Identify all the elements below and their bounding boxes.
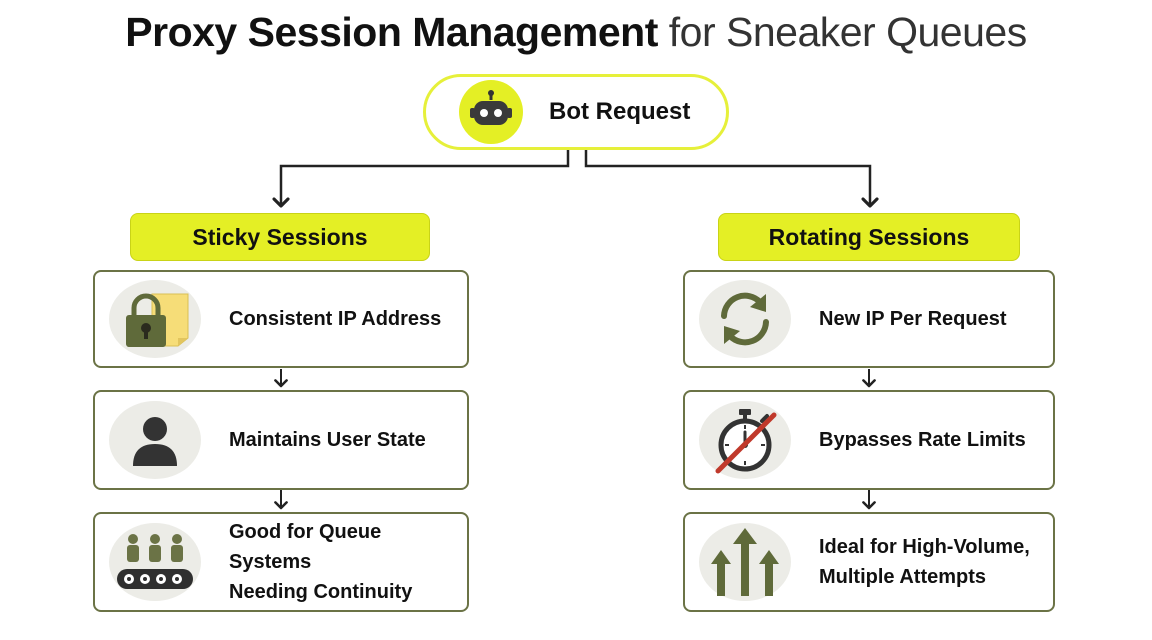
- rotate-arrows-icon: [699, 280, 791, 358]
- card-line: Good for Queue Systems: [229, 521, 382, 573]
- card-user-state: Maintains User State: [93, 390, 469, 490]
- user-icon: [109, 401, 201, 479]
- sticky-sessions-header: Sticky Sessions: [130, 213, 430, 261]
- card-line: New IP Per Request: [819, 308, 1007, 330]
- card-line: Needing Continuity: [229, 581, 413, 603]
- queue-conveyor-icon: [109, 523, 201, 601]
- bot-request-node: Bot Request: [423, 74, 729, 150]
- card-new-ip: New IP Per Request: [683, 270, 1055, 368]
- stopwatch-crossed-icon: [699, 401, 791, 479]
- card-text: Good for Queue Systems Needing Continuit…: [229, 517, 467, 607]
- card-rate-limits: Bypasses Rate Limits: [683, 390, 1055, 490]
- bot-request-label: Bot Request: [549, 98, 691, 125]
- rotating-sessions-label: Rotating Sessions: [768, 223, 970, 250]
- card-consistent-ip: Consistent IP Address: [93, 270, 469, 368]
- card-line: Consistent IP Address: [229, 308, 442, 330]
- card-text: Bypasses Rate Limits: [819, 425, 1026, 455]
- card-line: Bypasses Rate Limits: [819, 429, 1026, 451]
- card-text: New IP Per Request: [819, 304, 1006, 334]
- card-queue-continuity: Good for Queue Systems Needing Continuit…: [93, 512, 469, 612]
- robot-icon: [459, 80, 523, 144]
- card-line: Ideal for High-Volume,: [819, 536, 1030, 558]
- card-high-volume: Ideal for High-Volume, Multiple Attempts: [683, 512, 1055, 612]
- card-line: Multiple Attempts: [819, 566, 987, 588]
- rotating-sessions-header: Rotating Sessions: [718, 213, 1020, 261]
- arrow-to-sticky: [272, 150, 570, 208]
- card-text: Consistent IP Address: [229, 304, 441, 334]
- card-text: Ideal for High-Volume, Multiple Attempts: [819, 532, 1030, 592]
- padlock-icon: [109, 280, 201, 358]
- title-bold: Proxy Session Management: [125, 9, 658, 55]
- card-line: Maintains User State: [229, 429, 426, 451]
- title-light: for Sneaker Queues: [668, 9, 1027, 55]
- up-arrows-icon: [699, 523, 791, 601]
- arrow-to-rotating: [584, 150, 879, 208]
- card-text: Maintains User State: [229, 425, 426, 455]
- page-title: Proxy Session Management for Sneaker Que…: [0, 6, 1152, 58]
- sticky-sessions-label: Sticky Sessions: [192, 223, 368, 250]
